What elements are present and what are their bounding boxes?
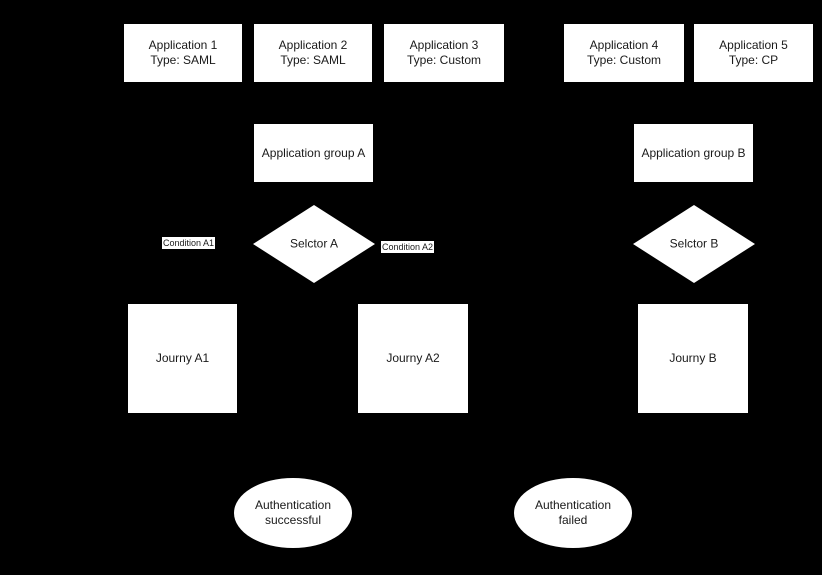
- application-group-node-b[interactable]: Application group B: [634, 124, 753, 182]
- outcome-node-authentication-successful[interactable]: Authentication successful: [234, 478, 352, 548]
- condition-label-a2: Condition A2: [381, 241, 435, 253]
- diamond-shape: [633, 205, 755, 283]
- application-node-4-label: Application 4 Type: Custom: [586, 38, 662, 67]
- outcome-node-authentication-failed-label: Authentication failed: [534, 498, 612, 527]
- diamond-shape: [253, 205, 375, 283]
- application-node-4[interactable]: Application 4 Type: Custom: [564, 24, 684, 82]
- application-node-3[interactable]: Application 3 Type: Custom: [384, 24, 504, 82]
- selector-node-b[interactable]: Selctor B: [633, 205, 755, 283]
- application-group-node-b-label: Application group B: [641, 145, 746, 160]
- journey-node-b[interactable]: Journy B: [638, 304, 748, 413]
- application-node-1-label: Application 1 Type: SAML: [148, 38, 218, 67]
- condition-label-a1: Condition A1: [162, 237, 216, 249]
- journey-node-a2[interactable]: Journy A2: [358, 304, 468, 413]
- journey-node-a2-label: Journy A2: [386, 351, 440, 365]
- journey-node-b-label: Journy B: [669, 351, 717, 365]
- application-node-2-label: Application 2 Type: SAML: [278, 38, 348, 67]
- application-node-2[interactable]: Application 2 Type: SAML: [254, 24, 372, 82]
- application-node-5[interactable]: Application 5 Type: CP: [694, 24, 813, 82]
- application-node-3-label: Application 3 Type: Custom: [406, 38, 482, 67]
- application-group-node-a[interactable]: Application group A: [254, 124, 373, 182]
- journey-node-a1-label: Journy A1: [155, 351, 210, 365]
- outcome-node-authentication-successful-label: Authentication successful: [254, 498, 332, 527]
- outcome-node-authentication-failed[interactable]: Authentication failed: [514, 478, 632, 548]
- journey-node-a1[interactable]: Journy A1: [128, 304, 237, 413]
- application-group-node-a-label: Application group A: [261, 145, 366, 160]
- application-node-5-label: Application 5 Type: CP: [719, 38, 788, 67]
- application-node-1[interactable]: Application 1 Type: SAML: [124, 24, 242, 82]
- selector-node-a[interactable]: Selctor A: [253, 205, 375, 283]
